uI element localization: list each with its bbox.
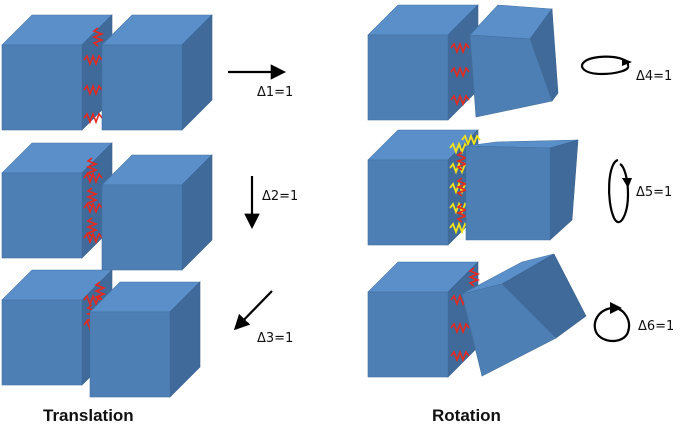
fixed-cube — [367, 4, 479, 121]
mode-label-5: Δ5=1 — [636, 185, 672, 200]
moving-cube — [101, 154, 213, 271]
rotate-horizontal-icon — [581, 55, 632, 76]
mode-label-3: Δ3=1 — [257, 331, 293, 346]
translation-row-3: Δ3=1 — [1, 269, 293, 398]
rotate-inplane-icon — [593, 302, 631, 343]
rotated-cube — [469, 4, 559, 118]
moving-cube — [101, 14, 213, 131]
moving-cube — [89, 281, 201, 398]
fixed-cube — [367, 261, 479, 378]
rotated-cube — [465, 139, 579, 241]
rotation-row-3: Δ6=1 — [367, 253, 674, 378]
translation-row-1: Δ1=1 — [1, 14, 293, 131]
mode-label-4: Δ4=1 — [636, 69, 672, 84]
mode-label-6: Δ6=1 — [638, 319, 674, 334]
arrow-diagonal-icon — [233, 290, 273, 331]
rotation-caption: Rotation — [432, 406, 501, 425]
translation-caption: Translation — [43, 406, 134, 425]
mode-label-1: Δ1=1 — [257, 85, 293, 100]
rotation-row-1: Δ4=1 — [367, 4, 672, 121]
rotate-vertical-icon — [607, 158, 632, 224]
translation-row-2: Δ2=1 — [1, 142, 298, 271]
rotated-cube — [461, 253, 587, 377]
mode-label-2: Δ2=1 — [262, 189, 298, 204]
rotation-row-2: Δ5=1 — [367, 129, 672, 246]
